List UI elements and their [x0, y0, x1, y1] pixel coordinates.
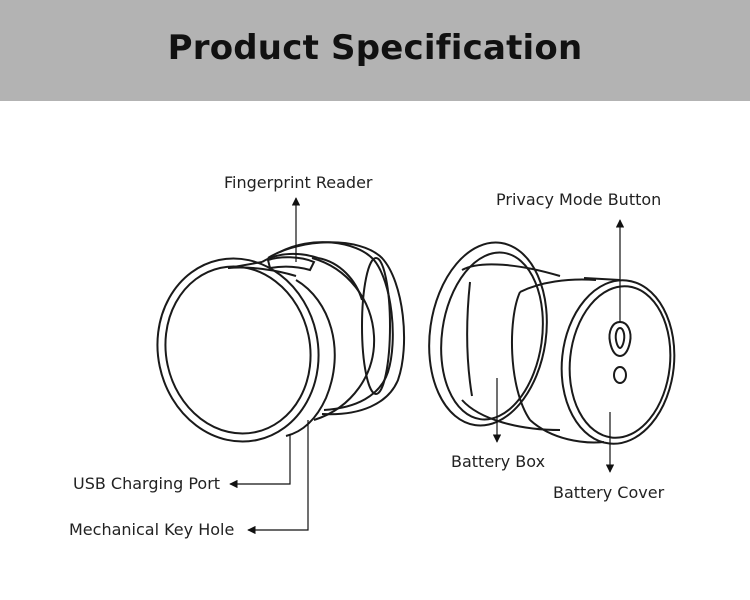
back-knob-illustration	[428, 241, 676, 445]
usb-charging-port-label: USB Charging Port	[73, 474, 221, 493]
battery-cover-label: Battery Cover	[553, 483, 665, 502]
header-band: Product Specification	[0, 0, 750, 101]
usb-charging-port-leader	[229, 434, 291, 489]
front-knob-illustration	[156, 241, 406, 443]
battery-box-label: Battery Box	[451, 452, 546, 471]
privacy-mode-button-label: Privacy Mode Button	[496, 190, 662, 209]
mechanical-key-hole-label: Mechanical Key Hole	[69, 520, 235, 539]
fingerprint-reader-label: Fingerprint Reader	[224, 173, 373, 192]
page-title: Product Specification	[167, 27, 583, 68]
mechanical-key-hole-leader	[247, 420, 309, 535]
